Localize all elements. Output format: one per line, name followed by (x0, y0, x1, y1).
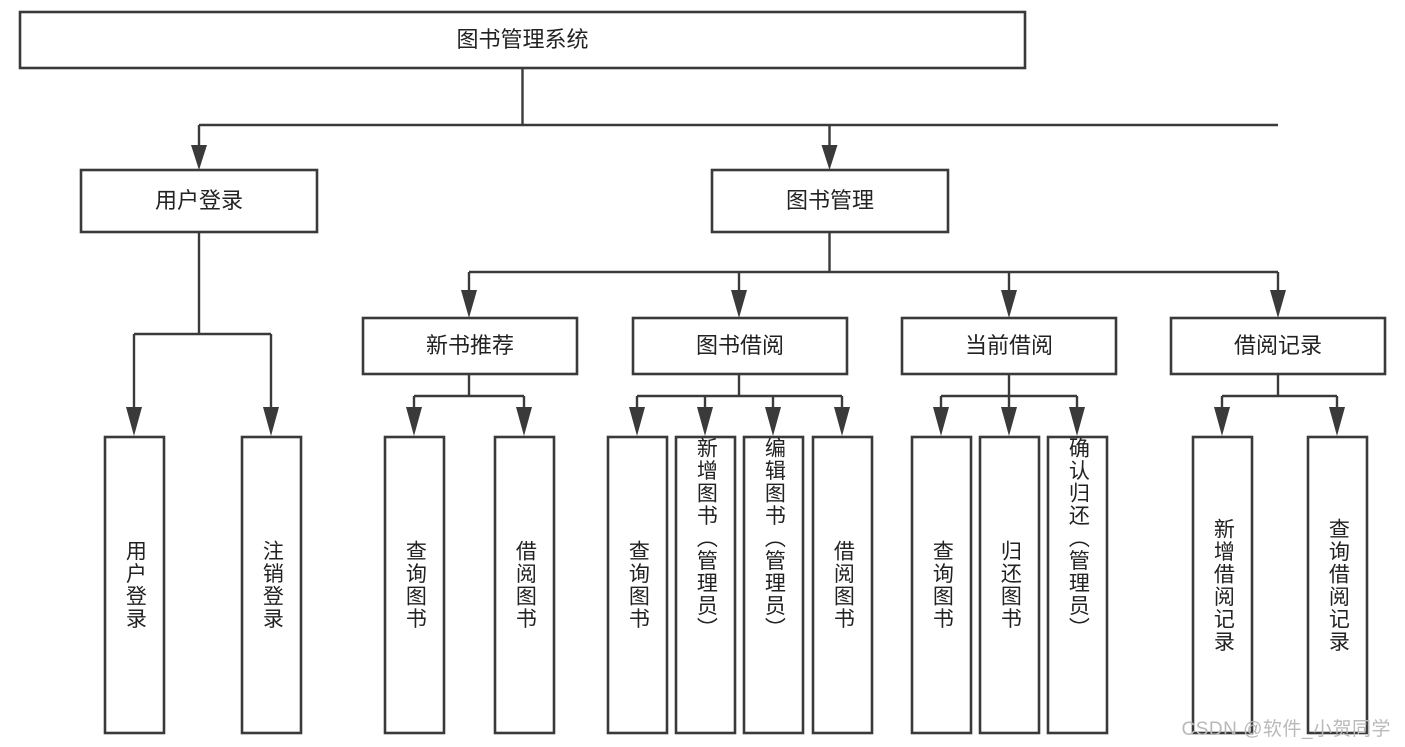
arrow-to-new-book-recommend (461, 290, 477, 318)
connector-book-borrow-bar (635, 394, 844, 410)
leaf-box-new-book-1[interactable] (493, 435, 556, 735)
arrow-leaf-book-borrow-3 (834, 407, 850, 436)
arrow-leaf-current-borrow-1 (1001, 407, 1017, 436)
node-root-box[interactable] (18, 10, 1027, 70)
connector-new-book-bar (412, 394, 526, 410)
arrow-leaf-book-borrow-1 (697, 407, 713, 436)
node-book-borrow-label: 图书借阅 (696, 333, 784, 358)
node-borrow-record-label: 借阅记录 (1234, 333, 1322, 358)
node-user-login-label: 用户登录 (155, 188, 243, 213)
connector-root-bar (197, 123, 1278, 148)
node-book-manage-label: 图书管理 (786, 188, 874, 213)
node-user-login[interactable]: 用户登录 (79, 168, 319, 234)
leaf-box-book-borrow-1[interactable] (674, 435, 737, 735)
node-current-borrow-box[interactable] (900, 316, 1118, 376)
connector-group (126, 68, 1345, 436)
node-current-borrow[interactable]: 当前借阅 (900, 316, 1118, 376)
node-new-book-recommend[interactable]: 新书推荐 (361, 316, 579, 376)
node-current-borrow-label: 当前借阅 (965, 333, 1053, 358)
node-book-manage-box[interactable] (710, 168, 950, 234)
arrow-leaf-new-book-0 (406, 407, 422, 436)
node-user-login-box[interactable] (79, 168, 319, 234)
connector-borrow-record-bar (1220, 394, 1339, 410)
leaf-box-book-borrow-2[interactable] (742, 435, 805, 735)
arrow-to-current-borrow (1001, 290, 1017, 318)
watermark-text: CSDN @软件_小贺同学 (1181, 719, 1391, 740)
leaf-box-current-borrow-2[interactable] (1046, 435, 1109, 735)
arrow-leaf-user-login-0 (126, 407, 142, 436)
leaf-box-group (103, 435, 1369, 735)
leaf-box-borrow-record-1[interactable] (1306, 435, 1369, 735)
leaf-box-user-login-1[interactable] (240, 435, 303, 735)
arrow-to-user-login (191, 145, 207, 170)
leaf-box-current-borrow-1[interactable] (978, 435, 1041, 735)
node-book-borrow-box[interactable] (631, 316, 849, 376)
arrow-leaf-borrow-record-1 (1329, 407, 1345, 436)
node-root[interactable]: 图书管理系统 (18, 10, 1027, 70)
node-new-book-recommend-label: 新书推荐 (426, 333, 514, 358)
connector-user-login-bar (132, 332, 273, 410)
connector-book-manage-bar (467, 270, 1280, 293)
arrow-leaf-book-borrow-0 (629, 407, 645, 436)
arrow-leaf-current-borrow-2 (1069, 407, 1085, 436)
node-book-borrow[interactable]: 图书借阅 (631, 316, 849, 376)
leaf-box-book-borrow-3[interactable] (811, 435, 874, 735)
node-book-manage[interactable]: 图书管理 (710, 168, 950, 234)
leaf-box-current-borrow-0[interactable] (910, 435, 973, 735)
node-root-label: 图书管理系统 (456, 27, 588, 52)
connector-current-borrow-bar (939, 394, 1079, 410)
arrow-leaf-borrow-record-0 (1214, 407, 1230, 436)
arrow-leaf-user-login-1 (263, 407, 279, 436)
arrow-to-book-manage (821, 145, 838, 170)
leaf-box-user-login-0[interactable] (103, 435, 166, 735)
node-borrow-record[interactable]: 借阅记录 (1169, 316, 1387, 376)
arrow-to-borrow-record (1270, 290, 1286, 318)
node-borrow-record-box[interactable] (1169, 316, 1387, 376)
leaf-box-new-book-0[interactable] (383, 435, 446, 735)
node-new-book-recommend-box[interactable] (361, 316, 579, 376)
leaf-box-borrow-record-0[interactable] (1191, 435, 1254, 735)
arrow-leaf-new-book-1 (516, 407, 532, 436)
arrow-to-book-borrow (731, 290, 747, 318)
leaf-box-book-borrow-0[interactable] (606, 435, 669, 735)
arrow-leaf-current-borrow-0 (933, 407, 949, 436)
arrow-leaf-book-borrow-2 (765, 407, 781, 436)
